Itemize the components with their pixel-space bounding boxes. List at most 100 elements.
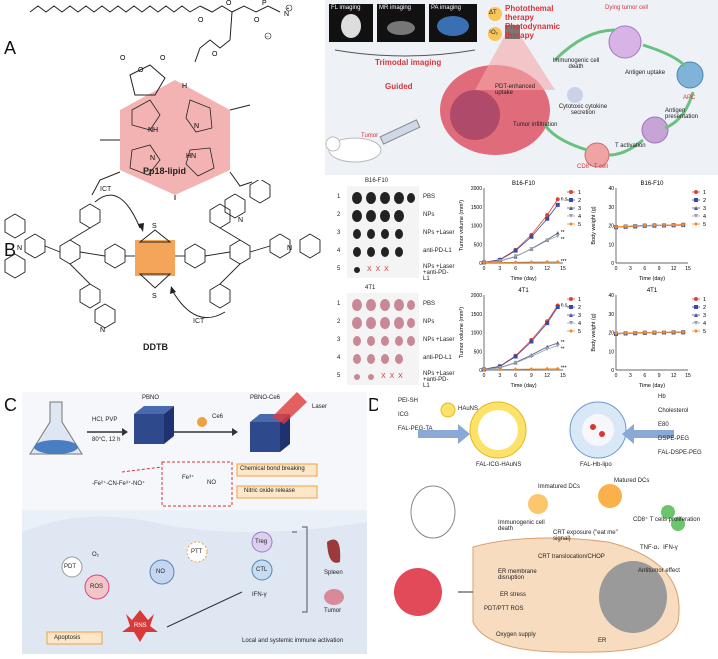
svg-text:+: + (287, 6, 290, 12)
svg-text:N: N (287, 245, 292, 252)
mr-imaging-label: MR imaging (379, 5, 412, 11)
svg-text:S: S (152, 293, 157, 300)
panel-letter-d: D (368, 395, 381, 415)
x-tick-label: 15 (685, 266, 691, 272)
legend-label: 2 (703, 305, 706, 311)
legend-label: 4 (703, 214, 706, 220)
4t1-x-mark-2: X (389, 373, 395, 380)
y-tick-label: 1000 (471, 331, 482, 337)
y-tick-label: 1500 (471, 205, 482, 211)
data-point (545, 321, 550, 326)
legend-label: 1 (703, 190, 706, 196)
y-tick-label: 0 (611, 261, 614, 267)
data-point (529, 367, 534, 372)
treg-label: Treg (255, 539, 268, 545)
y-tick-label: 1000 (471, 224, 482, 230)
er-stress-label: ER stress (500, 592, 527, 598)
legend-entry: 3 (567, 206, 581, 212)
4t1-x-marks: X X X (381, 373, 403, 380)
tumor-photo-4t1-art (347, 293, 419, 385)
x-tick-label: 0 (615, 266, 618, 272)
tumor-photo-4t1-title: 4T1 (365, 285, 376, 291)
4t1-row-2-label: NPs (423, 319, 435, 325)
y-axis-label: Body weight (g) (591, 206, 597, 244)
data-point (652, 330, 657, 335)
legend-label: 5 (703, 222, 706, 228)
legend-marker (694, 297, 698, 301)
series-line (483, 232, 558, 263)
significance-annotation: ** (561, 347, 565, 353)
no-label: NO (156, 569, 165, 575)
data-point (529, 354, 534, 359)
data-point (545, 216, 550, 221)
y-tick-label: 500 (474, 242, 483, 248)
guided-label: Guided (385, 82, 413, 91)
formula-fe: Fe³⁺ (182, 475, 195, 481)
4t1-row-4-number: 4 (337, 355, 341, 361)
b16-row-4-label: anti-PD-L1 (423, 248, 452, 254)
tumor-photo-4t1: 4T1 1 2 3 4 5 PBS NPs NPs +Laser anti-PD… (335, 285, 455, 389)
legend-label: 5 (578, 329, 581, 335)
chem-break-label: Chemical bond breaking (240, 466, 305, 472)
x-tick-label: 9 (658, 266, 661, 272)
svg-text:S: S (152, 223, 157, 230)
ict-label-top: ICT (100, 186, 112, 193)
legend-marker (694, 305, 698, 309)
y-tick-label: 0 (611, 368, 614, 374)
svg-text:O: O (254, 17, 260, 24)
legend-marker (569, 206, 573, 210)
4t1-row-5-number: 5 (337, 373, 341, 379)
y-tick-label: 20 (608, 331, 614, 337)
legend-entry: 1 (692, 297, 706, 303)
data-point (614, 224, 618, 229)
y-tick-label: 10 (608, 349, 614, 355)
no-release-label: Nitric oxide release (244, 488, 296, 494)
legend-label: 1 (703, 297, 706, 303)
legend-entry: 3 (567, 313, 581, 319)
x-tick-label: 6 (514, 266, 517, 272)
legend-fal-peg-ta: FAL-PEG-TA (398, 426, 433, 432)
legend-label: 3 (703, 206, 706, 212)
legend-fal-dspe-peg: FAL-DSPE-PEG (658, 450, 702, 456)
panel-d-art (394, 401, 685, 653)
legend-pei-sh: PEI-SH (398, 398, 419, 404)
y-tick-label: 0 (479, 261, 482, 267)
data-point (555, 234, 560, 238)
4t1-x-mark-1: X (381, 373, 386, 380)
legend-marker (694, 190, 698, 194)
legend-entry: 4 (692, 214, 706, 220)
b16-row-2-number: 2 (337, 212, 341, 218)
b16-x-mark-1: X (367, 266, 372, 273)
ict-label-bottom: ICT (193, 318, 205, 325)
y-tick-label: 1500 (471, 312, 482, 318)
legend-cholesterol: Cholesterol (658, 408, 689, 414)
legend-label: 2 (703, 198, 706, 204)
legend-entry: 4 (567, 214, 581, 220)
tumor-label: Tumor (361, 133, 379, 139)
x-tick-label: 15 (560, 373, 566, 379)
series-line (483, 199, 559, 263)
crt-trans-label: CRT translocation/CHOP (538, 554, 605, 560)
y-axis-label: Body weight (g) (591, 313, 597, 351)
pa-imaging-label: PA imaging (431, 5, 461, 11)
legend-entry: 2 (567, 198, 581, 204)
svg-text:N: N (194, 123, 199, 130)
legend-marker (569, 214, 573, 218)
y-tick-label: 2000 (471, 186, 482, 192)
chart-title: B16-F10 (640, 181, 664, 187)
panel-d-illustration: PEI-SH ICG FAL-PEG-TA HAuNS Hb Cholester… (378, 392, 714, 654)
legend-label: 1 (578, 190, 581, 196)
o2-label: O₂ (92, 552, 99, 558)
legend-marker (694, 313, 698, 317)
data-point (642, 223, 647, 228)
4t1-row-1-number: 1 (337, 301, 341, 307)
significance-annotation: n.s. (561, 303, 569, 309)
y-tick-label: 500 (474, 349, 483, 355)
y-tick-label: 0 (479, 368, 482, 374)
tumor-photo-b16-art (347, 186, 419, 278)
series-5 (482, 366, 560, 372)
x-tick-label: 15 (560, 266, 566, 272)
data-point (513, 260, 518, 265)
